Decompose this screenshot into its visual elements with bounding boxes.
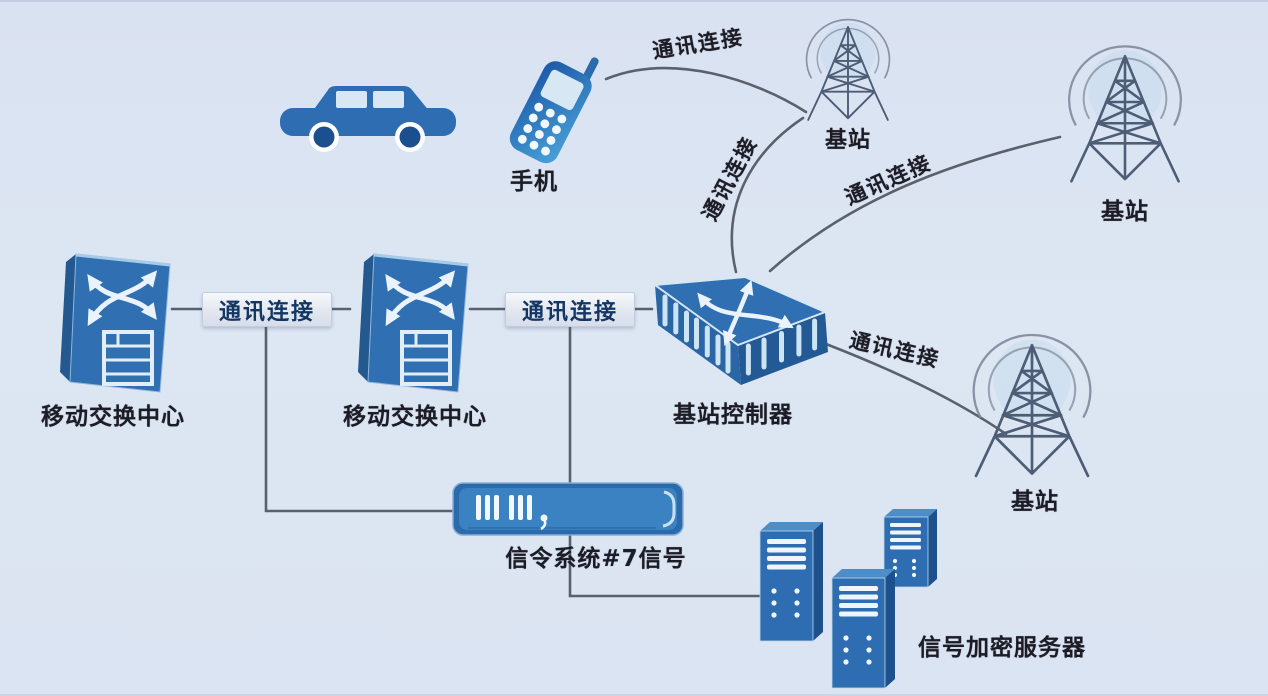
bsc-label: 基站控制器 (673, 402, 793, 428)
phone-label: 手机 (510, 169, 558, 195)
server-icon-right (831, 569, 895, 689)
server-icon-left (759, 522, 823, 642)
base-station-label-2: 基站 (1101, 199, 1149, 225)
cell-tower-icon-1 (798, 12, 898, 124)
encryption-server-label: 信号加密服务器 (918, 635, 1086, 661)
link-label-box-2: 通讯连接 (505, 292, 635, 327)
link-label-text: 通讯连接 (521, 299, 618, 325)
cell-tower-icon-3 (962, 324, 1102, 482)
link-label-box-1: 通讯连接 (202, 292, 332, 327)
signaling-hub-icon (452, 482, 684, 536)
link-phone-to-bts1 (604, 66, 808, 114)
link-bsc-to-bts3 (824, 342, 1008, 436)
link-label-text: 通讯连接 (218, 299, 315, 325)
server-icon-back (883, 509, 937, 588)
mobile-phone-icon (509, 57, 599, 164)
link-bsc-to-bts1 (730, 116, 805, 274)
base-station-label-3: 基站 (1011, 489, 1059, 515)
car-icon (280, 86, 456, 152)
ss7-label: 信令系统#7信号 (505, 546, 687, 572)
switch-icon-msc2 (358, 253, 469, 393)
link-box1-to-ss7 (264, 323, 456, 513)
cell-tower-icon-2 (1058, 36, 1192, 187)
msc-label-2: 移动交换中心 (343, 404, 487, 430)
link-box2-to-servers (568, 323, 762, 598)
msc-label-1: 移动交换中心 (41, 404, 185, 430)
switch-icon-msc1 (60, 253, 171, 393)
link-bsc-to-bts2 (768, 135, 1062, 273)
server-group (759, 509, 937, 689)
base-station-label-1: 基站 (824, 128, 871, 153)
base-station-controller-icon (652, 275, 828, 385)
